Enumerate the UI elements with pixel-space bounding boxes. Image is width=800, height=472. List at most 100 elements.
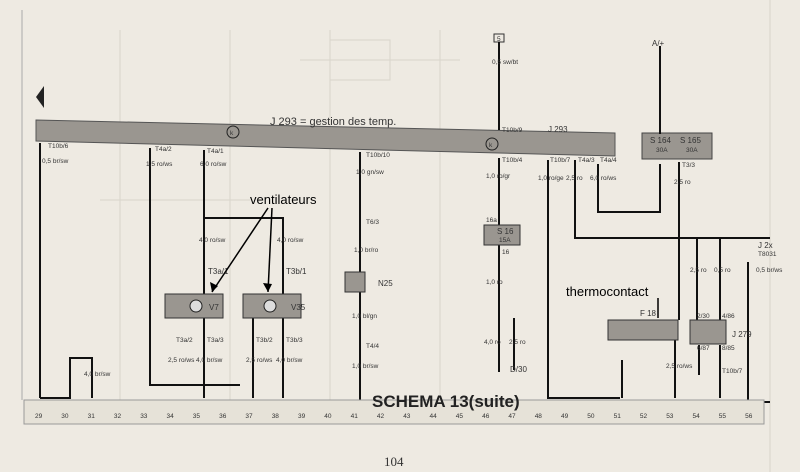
ground-symbol-letter: k bbox=[489, 142, 493, 149]
fuse-s16 bbox=[483, 224, 521, 246]
arrow-head-icon bbox=[210, 282, 218, 292]
valve-n25 bbox=[344, 271, 366, 293]
conn-t4a4: T4a/4 bbox=[600, 157, 617, 164]
ruler-number: 51 bbox=[614, 413, 622, 420]
wire-label: 4,0 ro/sw bbox=[199, 237, 226, 244]
wire-label: 0,5 ro bbox=[714, 267, 731, 274]
arrow-head-icon bbox=[263, 283, 272, 292]
ruler-number: 32 bbox=[114, 413, 122, 420]
s16-amp: 15A bbox=[499, 237, 511, 244]
wire-label: 1,0 br/ro bbox=[354, 247, 379, 254]
annotation-thermocontact: thermocontact bbox=[566, 284, 649, 299]
ruler-number: 45 bbox=[456, 413, 464, 420]
fuse-s164-amp: 30A bbox=[656, 147, 668, 154]
wire-label: 1,0 ro/ge bbox=[538, 175, 564, 182]
ruler-number: 33 bbox=[140, 413, 148, 420]
left-arrow-icon bbox=[36, 86, 44, 108]
ruler-number: 34 bbox=[167, 413, 175, 420]
motor-icon bbox=[263, 299, 277, 313]
pin-16: 16 bbox=[502, 249, 510, 256]
conn-t3b2: T3b/2 bbox=[256, 337, 273, 344]
wire-label: 1,0 ro/gr bbox=[486, 173, 511, 180]
n25-label: N25 bbox=[378, 279, 393, 288]
thermocontact-f18 bbox=[607, 319, 679, 341]
background-bleed bbox=[100, 0, 771, 472]
ruler-number: 55 bbox=[719, 413, 727, 420]
j279-label: J 279 bbox=[732, 330, 752, 339]
wire-label: 2,5 ro/ws bbox=[246, 357, 273, 364]
conn-t3b3: T3b/3 bbox=[286, 337, 303, 344]
ruler-number: 30 bbox=[61, 413, 69, 420]
ruler-number: 37 bbox=[245, 413, 253, 420]
conn-t3a3: T3a/3 bbox=[207, 337, 224, 344]
fuse-s165-amp: 30A bbox=[686, 147, 698, 154]
wire-label: 4,0 ro/sw bbox=[277, 237, 304, 244]
conn-t63-text: T6/3 bbox=[366, 219, 379, 226]
j293-label: J 293 bbox=[548, 125, 568, 134]
wire-label: 4,0 br/sw bbox=[276, 357, 303, 364]
terminal-5: 5 bbox=[497, 36, 501, 43]
ruler-number: 52 bbox=[640, 413, 648, 420]
conn-t10b10: T10b/10 bbox=[366, 152, 390, 159]
ruler-number: 47 bbox=[508, 413, 516, 420]
conn-t3b1: T3b/1 bbox=[286, 267, 307, 276]
ruler-number: 46 bbox=[482, 413, 490, 420]
wire-label: 2,5 ro bbox=[566, 175, 583, 182]
wire-label: 2,5 ro bbox=[674, 179, 691, 186]
connector-labels: T10b/6 T4a/2 T4a/1 T10b/10 T10b/9 T10b/4… bbox=[48, 127, 743, 375]
conn-t10b4: T10b/4 bbox=[502, 157, 523, 164]
wire-label: 2,5 ro/ws bbox=[666, 363, 693, 370]
page-title: SCHEMA 13(suite) bbox=[372, 392, 520, 411]
wire-label: 0,5 sw/bt bbox=[492, 59, 518, 66]
wire-label: 2,5 ro bbox=[509, 339, 526, 346]
wire-label: 0,5 br/sw bbox=[42, 158, 69, 165]
conn-t4a2: T4a/2 bbox=[155, 146, 172, 153]
pin-16a: 16a bbox=[486, 217, 497, 224]
motor-icon bbox=[189, 299, 203, 313]
ruler-number: 48 bbox=[535, 413, 543, 420]
ruler-number: 40 bbox=[324, 413, 332, 420]
bus-title: J 293 = gestion des temp. bbox=[270, 116, 396, 128]
pin-4-86: 4/86 bbox=[722, 313, 735, 320]
conn-t33: T3/3 bbox=[682, 162, 695, 169]
wire-label: 1,0 bl/gn bbox=[352, 313, 377, 320]
pin-2-30: 2/30 bbox=[697, 313, 710, 320]
page-number: 104 bbox=[384, 454, 404, 469]
wire-label: 4,0 br/sw bbox=[196, 357, 223, 364]
ruler-number: 43 bbox=[403, 413, 411, 420]
wire-label: 2,5 ro/ws bbox=[168, 357, 195, 364]
ruler-number: 29 bbox=[35, 413, 43, 420]
conn-t44: T4/4 bbox=[366, 343, 379, 350]
wire-label: 0,5 br/ws bbox=[756, 267, 783, 274]
wire-label: 1,0 ro bbox=[486, 279, 503, 286]
wire-label: 4,0 br/sw bbox=[84, 371, 111, 378]
wire-label: 6,0 ro/sw bbox=[200, 161, 227, 168]
ruler-number: 36 bbox=[219, 413, 227, 420]
ruler-number: 31 bbox=[88, 413, 96, 420]
wires bbox=[39, 42, 770, 412]
conn-t10b7: T10b/7 bbox=[550, 157, 571, 164]
ruler-number: 38 bbox=[272, 413, 280, 420]
conn-t4a1: T4a/1 bbox=[207, 148, 224, 155]
annotation-ventilateurs: ventilateurs bbox=[250, 192, 317, 207]
ruler-number: 42 bbox=[377, 413, 385, 420]
wire-label: 6,0 ro/ws bbox=[590, 175, 617, 182]
f18-label: F 18 bbox=[640, 309, 657, 318]
pin-6-87: 6/87 bbox=[697, 345, 710, 352]
ground-symbol-letter: k bbox=[230, 130, 234, 137]
conn-t10b9: T10b/9 bbox=[502, 127, 523, 134]
wire-label: 1,5 ro/ws bbox=[146, 161, 173, 168]
wire-label: 1,0 gn/sw bbox=[356, 169, 384, 176]
v35-label: V35 bbox=[291, 303, 306, 312]
ruler-strip bbox=[23, 399, 765, 425]
control-unit-bar bbox=[35, 119, 616, 157]
fuse-box bbox=[641, 132, 713, 160]
annotation-arrows bbox=[211, 207, 659, 318]
ruler-number: 39 bbox=[298, 413, 306, 420]
ruler-number: 35 bbox=[193, 413, 201, 420]
ruler-number: 56 bbox=[745, 413, 753, 420]
conn-t10b6: T10b/6 bbox=[48, 143, 69, 150]
